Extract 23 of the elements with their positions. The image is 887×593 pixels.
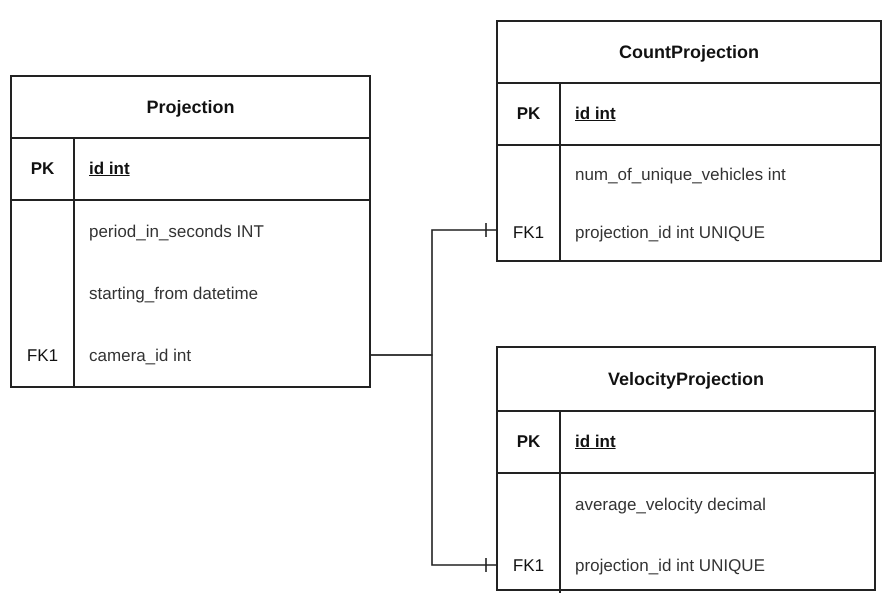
table-title: VelocityProjection [608,368,764,391]
entity-table [496,346,876,591]
key-label: FK1 [512,222,544,244]
field-name: projection_id int UNIQUE [575,554,765,577]
relationship-line [371,354,496,573]
field-name: id int [89,158,130,180]
key-label: PK [516,431,540,454]
field-name: starting_from datetime [89,283,258,306]
entity-table [10,75,371,388]
table-title: CountProjection [619,40,759,64]
field-name: num_of_unique_vehicles int [575,164,786,186]
field-name: id int [575,103,616,126]
key-label: FK1 [512,554,544,577]
entity-table [496,20,882,262]
field-name: id int [575,431,616,454]
table-title: Projection [146,96,234,119]
field-name: period_in_seconds INT [89,221,264,244]
field-name: average_velocity decimal [575,494,766,516]
key-label: FK1 [26,345,58,368]
field-name: camera_id int [89,345,192,368]
field-name: projection_id int UNIQUE [575,222,765,244]
key-label: PK [30,158,54,180]
key-label: PK [516,103,540,126]
